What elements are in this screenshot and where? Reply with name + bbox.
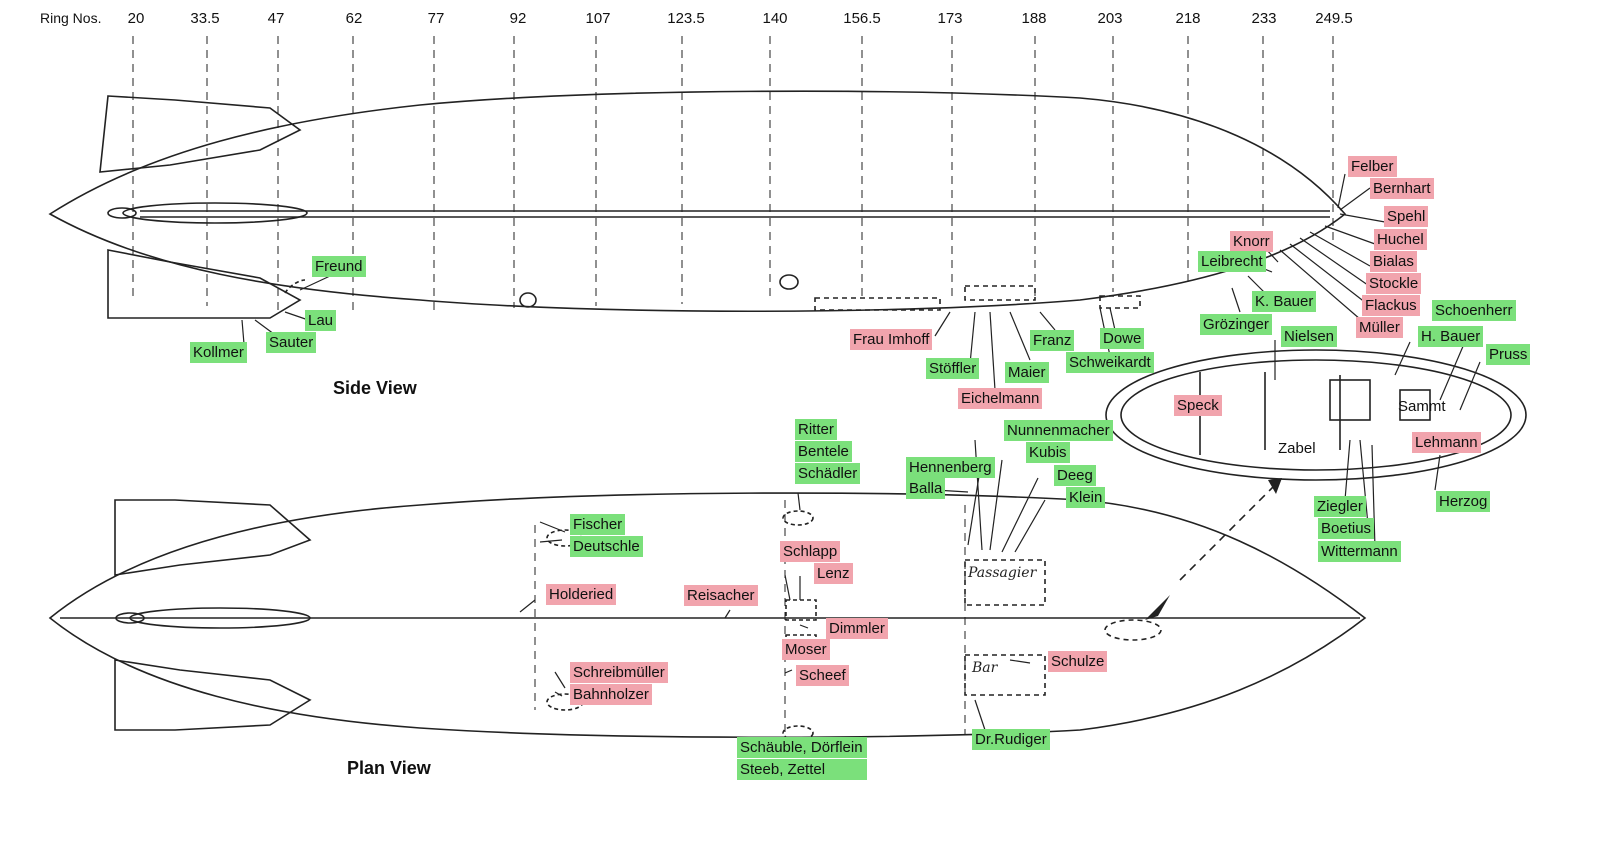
crew-label-reisacher: Reisacher <box>684 585 758 606</box>
crew-label-flackus: Flackus <box>1362 295 1420 316</box>
crew-label-stoffler: Stöffler <box>926 358 980 379</box>
plan-view-hull <box>48 492 1367 741</box>
ring-label: 77 <box>427 10 445 27</box>
crew-label-kollmer: Kollmer <box>190 342 247 363</box>
crew-label-knorr: Knorr <box>1230 231 1273 252</box>
passenger-label-frau-imhoff: Frau Imhoff <box>850 329 933 350</box>
ring-label: 249.5 <box>1315 10 1353 27</box>
crew-label-nunnenmacher: Nunnenmacher <box>1004 420 1113 441</box>
crew-label-schadler: Schädler <box>795 463 861 484</box>
crew-label-holderied: Holderied <box>546 584 617 605</box>
crew-label-muller: Müller <box>1356 317 1403 338</box>
crew-label-lau: Lau <box>305 310 337 331</box>
side-view-hull <box>48 90 1347 319</box>
crew-label-kubis: Kubis <box>1026 442 1070 463</box>
ring-label: 140 <box>762 10 788 27</box>
crew-label-schlapp: Schlapp <box>780 541 841 562</box>
crew-label-eichelmann: Eichelmann <box>958 388 1043 409</box>
ring-label: 173 <box>937 10 963 27</box>
ring-label: 92 <box>509 10 527 27</box>
passagier-area-label: Passagier <box>968 565 1037 581</box>
crew-label-k-bauer: K. Bauer <box>1252 291 1317 312</box>
crew-label-huchel: Huchel <box>1374 229 1427 250</box>
plan-view-title: Plan View <box>347 758 431 778</box>
ring-label: 188 <box>1021 10 1047 27</box>
crew-label-stockle: Stockle <box>1366 273 1422 294</box>
crew-label-leibrecht: Leibrecht <box>1198 251 1266 272</box>
crew-label-ziegler: Ziegler <box>1314 496 1366 517</box>
side-view-title: Side View <box>333 378 417 398</box>
ring-lines <box>132 36 1334 312</box>
ring-label: 47 <box>267 10 285 27</box>
crew-label-dowe: Dowe <box>1100 328 1145 349</box>
inset-label-zabel: Zabel <box>1278 440 1316 457</box>
crew-label-deeg: Deeg <box>1054 465 1096 486</box>
crew-label-ritter: Ritter <box>795 419 837 440</box>
crew-label-felber: Felber <box>1348 156 1397 177</box>
crew-label-moser: Moser <box>782 639 830 660</box>
crew-label-lehmann: Lehmann <box>1412 432 1481 453</box>
crew-label-speck: Speck <box>1174 395 1222 416</box>
crew-label-bernhart: Bernhart <box>1370 178 1434 199</box>
crew-label-dimmler: Dimmler <box>826 618 888 639</box>
crew-label-dr-rudiger: Dr.Rudiger <box>972 729 1050 750</box>
crew-label-nielsen: Nielsen <box>1281 326 1338 347</box>
crew-label-spehl: Spehl <box>1384 206 1429 227</box>
crew-label-pruss: Pruss <box>1486 344 1531 365</box>
control-car-inset <box>1105 349 1527 481</box>
ring-header: Ring Nos. <box>40 10 102 26</box>
bar-area-label: Bar <box>972 660 998 676</box>
crew-label-schweikardt: Schweikardt <box>1066 352 1154 373</box>
ring-label: 218 <box>1175 10 1201 27</box>
crew-label-scheef: Scheef <box>796 665 849 686</box>
crew-label-franz: Franz <box>1030 330 1075 351</box>
crew-label-schulze: Schulze <box>1048 651 1108 672</box>
crew-label-fischer: Fischer <box>570 514 626 535</box>
crew-label-steeb-zettel: Steeb, Zettel <box>737 759 867 780</box>
crew-label-schauble-dorflein: Schäuble, Dörflein <box>737 737 867 758</box>
ring-label: 203 <box>1097 10 1123 27</box>
ring-label: 123.5 <box>667 10 705 27</box>
crew-label-hennenberg: Hennenberg <box>906 457 995 478</box>
crew-label-schreibmuller: Schreibmüller <box>570 662 668 683</box>
crew-label-maier: Maier <box>1005 362 1049 383</box>
crew-label-lenz: Lenz <box>814 563 853 584</box>
crew-label-deutschle: Deutschle <box>570 536 643 557</box>
ring-label: 20 <box>127 10 145 27</box>
ring-label: 156.5 <box>843 10 881 27</box>
ring-label: 107 <box>585 10 611 27</box>
crew-label-bialas: Bialas <box>1370 251 1417 272</box>
crew-label-klein: Klein <box>1066 487 1106 508</box>
ring-label: 62 <box>345 10 363 27</box>
crew-label-boetius: Boetius <box>1318 518 1375 539</box>
crew-label-bahnholzer: Bahnholzer <box>570 684 652 705</box>
ring-label: 33.5 <box>190 10 220 27</box>
crew-label-wittermann: Wittermann <box>1318 541 1401 562</box>
ring-label: 233 <box>1251 10 1277 27</box>
crew-label-bentele: Bentele <box>795 441 852 462</box>
inset-label-sammt: Sammt <box>1398 398 1446 415</box>
crew-label-schoenherr: Schoenherr <box>1432 300 1516 321</box>
crew-label-h-bauer: H. Bauer <box>1418 326 1484 347</box>
zoom-arrow <box>1179 484 1276 581</box>
crew-label-grozinger: Grözinger <box>1200 314 1272 335</box>
crew-label-sauter: Sauter <box>266 332 317 353</box>
crew-label-balla: Balla <box>906 478 946 499</box>
crew-label-herzog: Herzog <box>1436 491 1491 512</box>
crew-label-freund: Freund <box>312 256 366 277</box>
